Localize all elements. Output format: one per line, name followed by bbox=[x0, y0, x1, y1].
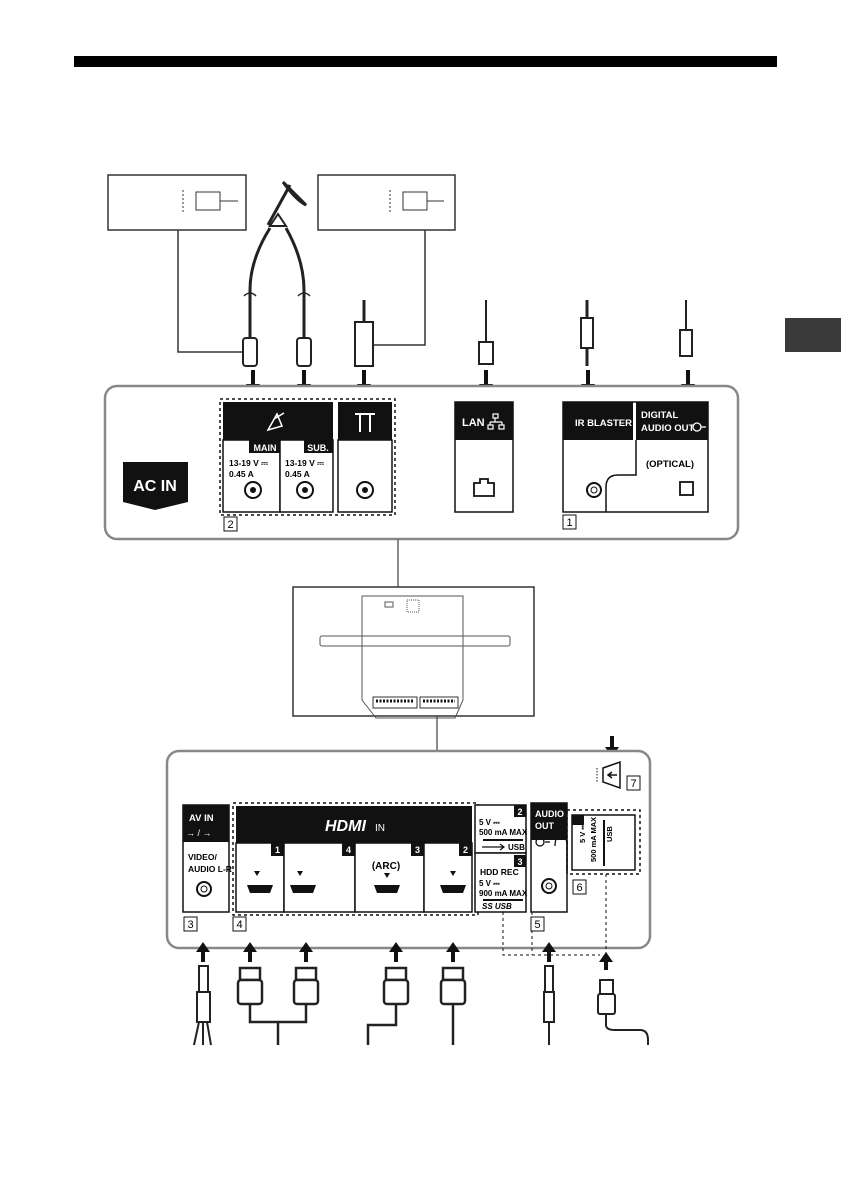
callout-6: 6 bbox=[576, 882, 582, 894]
section-tab bbox=[785, 318, 841, 352]
video-audio-label-2: AUDIO L-R bbox=[188, 864, 232, 874]
hdmi-logo: HDMI bbox=[325, 818, 366, 835]
satellite-cable-box bbox=[108, 175, 246, 230]
satellite-header bbox=[223, 402, 333, 440]
ir-blaster-label: IR BLASTER bbox=[575, 418, 632, 429]
av-cable bbox=[194, 966, 211, 1045]
satellite-sub-label: SUB. bbox=[307, 443, 329, 453]
optical-label: (OPTICAL) bbox=[646, 459, 694, 470]
usb-2-rating-1: 5 V ⎓ bbox=[479, 818, 500, 827]
digital-audio-label-1: DIGITAL bbox=[641, 410, 678, 421]
usb-3-number: 3 bbox=[517, 857, 522, 867]
av-in-label: AV IN bbox=[189, 813, 214, 824]
aerial-plug bbox=[355, 300, 373, 366]
hdmi-port-2-number: 2 bbox=[463, 845, 468, 855]
audio-out-port[interactable]: AUDIO OUT bbox=[531, 803, 567, 912]
usb-3-hdd-port[interactable]: 3 HDD REC 5 V ⎓ 900 mA MAX SS USB bbox=[475, 853, 528, 912]
usb-3-rating-2: 900 mA MAX bbox=[479, 889, 528, 898]
callout-5: 5 bbox=[534, 919, 540, 931]
usb-cable bbox=[598, 980, 648, 1045]
digital-audio-header bbox=[636, 402, 708, 440]
satellite-main-rating-1: 13-19 V ⎓ bbox=[229, 458, 269, 468]
video-audio-label-1: VIDEO/ bbox=[188, 852, 217, 862]
hdmi-port-4-number: 4 bbox=[346, 845, 351, 855]
hdmi-port-3-arc[interactable]: 3 (ARC) bbox=[355, 843, 424, 912]
f-connector-sub bbox=[297, 338, 311, 366]
callout-4: 4 bbox=[236, 919, 242, 931]
title-bar bbox=[74, 56, 777, 67]
hdmi-port-1[interactable]: 1 bbox=[236, 843, 284, 912]
usb-3-rating-1: 5 V ⎓ bbox=[479, 879, 500, 888]
aerial-port[interactable] bbox=[338, 440, 392, 512]
lan-label: LAN bbox=[462, 417, 485, 429]
callout-sat: 2 bbox=[227, 519, 233, 531]
ir-blaster-port[interactable] bbox=[587, 483, 601, 497]
satellite-sub-rating-2: 0.45 A bbox=[285, 469, 310, 479]
usb-2-rating-2: 500 mA MAX bbox=[479, 828, 528, 837]
usb-2-label: USB bbox=[508, 843, 525, 852]
satellite-cable-sub bbox=[286, 228, 304, 345]
usb-3-label: SS USB bbox=[482, 902, 512, 911]
callout-3: 3 bbox=[187, 919, 193, 931]
usb-1-rating-2: 500 mA MAX bbox=[589, 817, 598, 862]
headphone-cable bbox=[544, 966, 554, 1045]
usb-1-rating-1: 5 V ⎓ bbox=[578, 823, 587, 843]
f-connector-main bbox=[243, 338, 257, 366]
aerial-cable-box bbox=[318, 175, 455, 230]
callout-7: 7 bbox=[630, 778, 636, 790]
satellite-main-rating-2: 0.45 A bbox=[229, 469, 254, 479]
hdmi-arc-cable bbox=[368, 968, 408, 1045]
optical-plug bbox=[680, 300, 692, 356]
aerial-header bbox=[338, 402, 392, 440]
ac-in-label: AC IN bbox=[133, 478, 177, 495]
satellite-cable-main bbox=[250, 228, 270, 345]
hdmi-cable-2 bbox=[441, 968, 465, 1045]
hdmi-port-1-number: 1 bbox=[275, 845, 280, 855]
usb-3-label-1: HDD REC bbox=[480, 867, 519, 877]
satellite-sub-rating-1: 13-19 V ⎓ bbox=[285, 458, 325, 468]
audio-out-label-2: OUT bbox=[535, 821, 555, 831]
usb-1-label: USB bbox=[605, 826, 614, 842]
satellite-dish-icon bbox=[268, 182, 306, 226]
hdmi-port-3-number: 3 bbox=[415, 845, 420, 855]
audio-out-label-1: AUDIO bbox=[535, 809, 564, 819]
usb-2-port[interactable]: 2 5 V ⎓ 500 mA MAX USB bbox=[475, 805, 528, 853]
hdmi-in-label: IN bbox=[375, 823, 385, 834]
hdmi-cable-pair bbox=[238, 968, 318, 1045]
lan-plug bbox=[479, 300, 493, 364]
callout-ir: 1 bbox=[566, 517, 572, 529]
usb-2-number: 2 bbox=[517, 807, 522, 817]
arc-label: (ARC) bbox=[372, 861, 400, 872]
ir-blaster-plug bbox=[581, 300, 593, 366]
usb-1-port[interactable]: 5 V ⎓ 500 mA MAX USB bbox=[567, 810, 640, 874]
av-in-icons: → / → bbox=[186, 828, 212, 838]
digital-audio-label-2: AUDIO OUT bbox=[641, 423, 695, 434]
satellite-main-label: MAIN bbox=[254, 443, 277, 453]
hdmi-port-4[interactable]: 4 bbox=[284, 843, 355, 912]
optical-port[interactable] bbox=[680, 482, 693, 495]
hdmi-port-2[interactable]: 2 bbox=[424, 843, 472, 912]
